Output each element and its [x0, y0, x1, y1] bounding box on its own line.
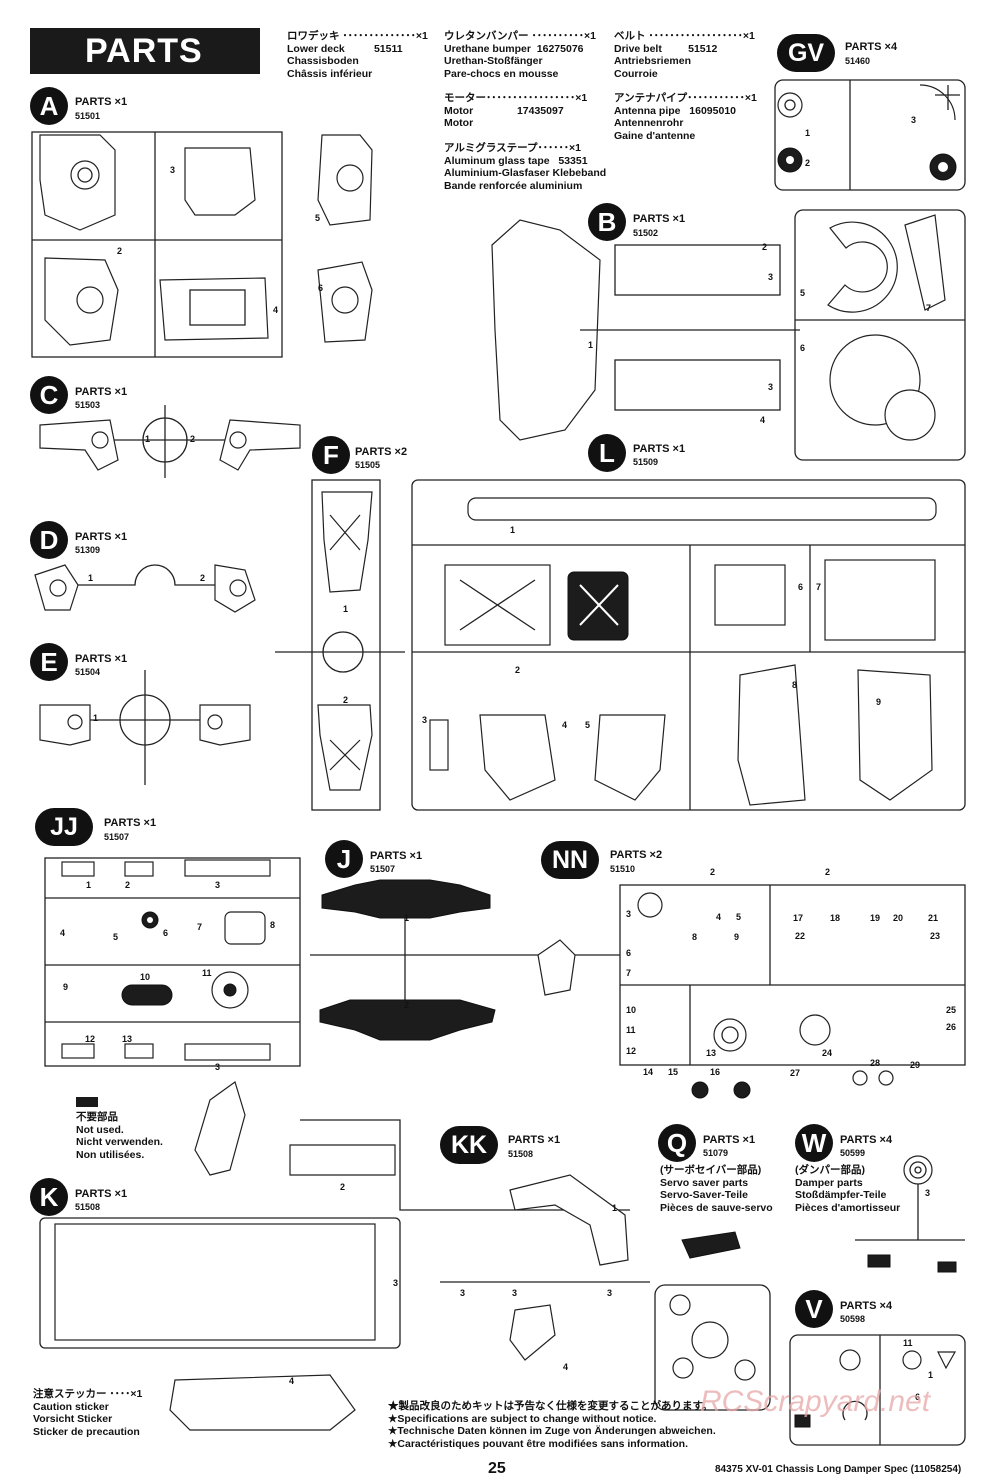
info-drive-belt: ベルト ･･････････････････×1 Drive belt 5151…: [614, 30, 755, 80]
badge-jj: JJ: [35, 808, 93, 846]
num-q: 51079: [703, 1148, 729, 1158]
badge-w: W: [795, 1124, 833, 1162]
badge-f: F: [312, 436, 350, 474]
runner-k: [39, 1081, 650, 1431]
runner-c: [39, 405, 301, 478]
badge-kk: KK: [440, 1126, 498, 1164]
runner-q: [654, 1231, 771, 1411]
badge-nn: NN: [541, 841, 599, 879]
runner-l: [411, 479, 966, 811]
label-q: PARTS ×1: [703, 1134, 756, 1146]
runner-a: [31, 131, 373, 358]
badge-gv: GV: [777, 34, 835, 72]
badge-e: E: [30, 643, 68, 681]
num-j: 51507: [370, 864, 396, 874]
label-d: PARTS ×1: [75, 531, 128, 543]
label-kk: PARTS ×1: [508, 1134, 561, 1146]
badge-k: K: [30, 1178, 68, 1216]
caution-sticker: 注意ステッカー ････×1 Caution sticker Vorsicht …: [33, 1388, 143, 1438]
label-gv: PARTS ×4: [845, 41, 898, 53]
runner-f: [275, 479, 405, 811]
info-motor: モーター･････････････････×1 Motor 17435097 M…: [444, 92, 588, 129]
runner-w: [855, 1155, 965, 1273]
notes: ★製品改良のためキットは予告なく仕様を変更することがあります。 ★Specifi…: [388, 1400, 716, 1450]
num-k: 51508: [75, 1202, 101, 1212]
label-e: PARTS ×1: [75, 653, 128, 665]
badge-v: V: [795, 1290, 833, 1328]
page-number: 25: [488, 1460, 506, 1477]
info-urethane-bumper: ウレタンバンパー ･･････････×1 Urethane bumper 16…: [444, 30, 596, 80]
label-a: PARTS ×1: [75, 96, 128, 108]
label-b: PARTS ×1: [633, 213, 686, 225]
watermark: RCScrapyard.net: [700, 1385, 931, 1418]
footer-text: 84375 XV-01 Chassis Long Damper Spec (11…: [715, 1464, 962, 1475]
runner-nn: [500, 884, 966, 1099]
not-used-text: 不要部品 Not used. Nicht verwenden. Non util…: [76, 1111, 163, 1161]
num-f: 51505: [355, 460, 381, 470]
page-title: PARTS: [30, 28, 260, 74]
num-gv: 51460: [845, 56, 871, 66]
badge-b: B: [588, 203, 626, 241]
num-d: 51309: [75, 545, 101, 555]
badge-c: C: [30, 376, 68, 414]
info-aluminum-tape: アルミグラステープ･･････×1 Aluminum glass tape 53…: [444, 142, 607, 192]
badge-q: Q: [658, 1124, 696, 1162]
num-kk: 51508: [508, 1149, 534, 1159]
runner-gv: [774, 79, 966, 191]
num-jj: 51507: [104, 832, 130, 842]
label-w: PARTS ×4: [840, 1134, 893, 1146]
badge-l: L: [588, 434, 626, 472]
not-used-swatch: [76, 1097, 98, 1107]
num-a: 51501: [75, 111, 101, 121]
runner-v: [789, 1334, 966, 1446]
label-nn: PARTS ×2: [610, 849, 663, 861]
runner-j: [310, 879, 500, 1041]
w-description: (ダンパー部品) Damper parts Stoßdämpfer-Teile …: [795, 1164, 901, 1214]
badge-a: A: [30, 87, 68, 125]
label-j: PARTS ×1: [370, 850, 423, 862]
num-c: 51503: [75, 400, 101, 410]
num-nn: 51510: [610, 864, 636, 874]
label-l: PARTS ×1: [633, 443, 686, 455]
num-v: 50598: [840, 1314, 866, 1324]
label-jj: PARTS ×1: [104, 817, 157, 829]
runner-b: [491, 209, 966, 461]
label-f: PARTS ×2: [355, 446, 408, 458]
runner-e: [39, 670, 251, 785]
info-lower-deck: ロワデッキ ･･････････････×1 Lower deck 51511 …: [287, 30, 428, 80]
num-e: 51504: [75, 667, 101, 677]
num-b: 51502: [633, 228, 659, 238]
num-w: 50599: [840, 1148, 866, 1158]
info-antenna-pipe: アンテナパイプ･･･････････×1 Antenna pipe 160950…: [614, 92, 757, 142]
label-k: PARTS ×1: [75, 1188, 128, 1200]
label-v: PARTS ×4: [840, 1300, 893, 1312]
badge-j: J: [325, 840, 363, 878]
q-description: (サーボセイバー部品) Servo saver parts Servo-Save…: [660, 1164, 773, 1214]
label-c: PARTS ×1: [75, 386, 128, 398]
runner-jj: [44, 857, 301, 1067]
badge-d: D: [30, 521, 68, 559]
runner-d: [34, 564, 256, 613]
num-l: 51509: [633, 457, 659, 467]
